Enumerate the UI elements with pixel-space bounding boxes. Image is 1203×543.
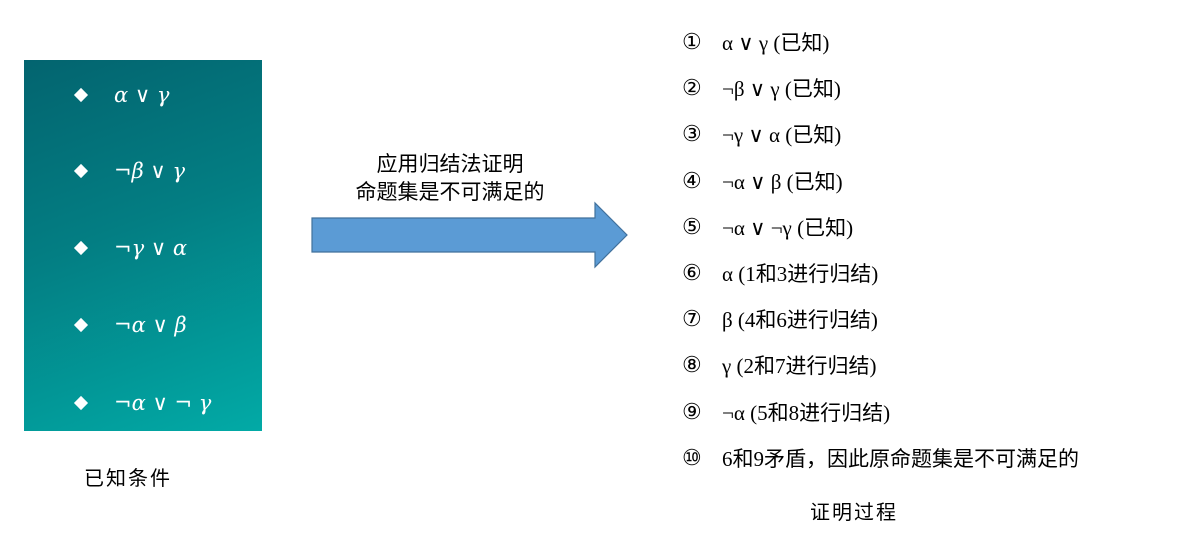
condition-text: ¬α ∨ ¬ γ: [114, 391, 212, 415]
step-text: ¬α ∨ ¬γ (已知): [722, 215, 854, 240]
proof-step: ⑦ β (4和6进行归结): [682, 304, 878, 334]
diamond-bullet-icon: [73, 317, 89, 333]
step-text: γ (2和7进行归结): [722, 354, 877, 379]
diamond-bullet-icon: [73, 395, 89, 411]
step-number: ⑧: [682, 352, 702, 378]
proof-step: ② ¬β ∨ γ (已知): [682, 73, 841, 103]
step-text: ¬α (5和8进行归结): [722, 400, 891, 425]
proof-step: ③ ¬γ ∨ α (已知): [682, 119, 841, 149]
step-text: ¬α ∨ β (已知): [722, 169, 843, 194]
step-number: ⑨: [682, 398, 702, 424]
condition-item: α ∨ γ: [73, 80, 170, 110]
step-number: ⑦: [682, 306, 702, 332]
condition-item: ¬β ∨ γ: [73, 156, 186, 186]
condition-text: ¬γ ∨ α: [114, 236, 188, 260]
right-arrow-icon: [311, 201, 628, 269]
proof-step: ④ ¬α ∨ β (已知): [682, 166, 843, 196]
step-number: ③: [682, 121, 702, 147]
step-number: ①: [682, 29, 702, 54]
arrow-label-line2: 命题集是不可满足的: [355, 180, 545, 204]
step-text: 6和9矛盾，因此原命题集是不可满足的: [722, 446, 1079, 471]
diamond-bullet-icon: [73, 163, 89, 179]
step-number: ⑥: [682, 260, 702, 285]
condition-text: ¬α ∨ β: [114, 313, 187, 337]
proof-caption: 证明过程: [810, 500, 898, 524]
step-text: ¬β ∨ γ (已知): [722, 77, 841, 102]
proof-step: ⑩ 6和9矛盾，因此原命题集是不可满足的: [682, 443, 1079, 473]
proof-step: ① α ∨ γ (已知): [682, 27, 829, 57]
proof-step: ⑧ γ (2和7进行归结): [682, 350, 877, 380]
known-conditions-caption: 已知条件: [84, 466, 172, 490]
condition-item: ¬α ∨ β: [73, 310, 187, 340]
condition-text: α ∨ γ: [114, 83, 170, 107]
step-text: α ∨ γ (已知): [722, 31, 830, 55]
condition-item: ¬γ ∨ α: [73, 233, 188, 263]
step-text: ¬γ ∨ α (已知): [722, 123, 842, 148]
step-number: ⑩: [682, 444, 702, 470]
step-number: ②: [682, 75, 702, 101]
step-number: ④: [682, 167, 702, 193]
proof-step: ⑤ ¬α ∨ ¬γ (已知): [682, 212, 853, 242]
diamond-bullet-icon: [73, 240, 89, 256]
condition-item: ¬α ∨ ¬ γ: [73, 388, 212, 418]
step-number: ⑤: [682, 213, 702, 239]
arrow-label-line1: 应用归结法证明: [376, 152, 524, 176]
known-conditions-panel: α ∨ γ ¬β ∨ γ ¬γ ∨ α ¬α ∨ β ¬α ∨ ¬ γ: [24, 60, 262, 431]
proof-step: ⑥ α (1和3进行归结): [682, 258, 878, 288]
proof-step: ⑨ ¬α (5和8进行归结): [682, 397, 890, 427]
diamond-bullet-icon: [73, 87, 89, 103]
step-text: α (1和3进行归结): [722, 262, 879, 286]
condition-text: ¬β ∨ γ: [114, 159, 186, 183]
step-text: β (4和6进行归结): [722, 308, 878, 333]
